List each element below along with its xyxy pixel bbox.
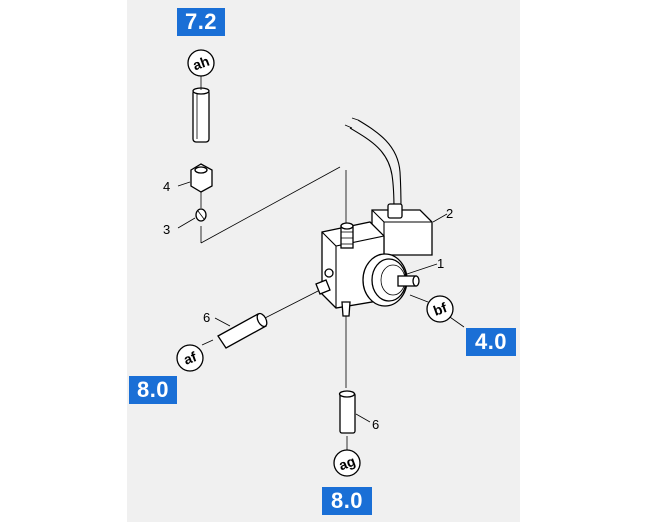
callout-6-left: 6	[203, 310, 210, 325]
callout-4: 4	[163, 179, 170, 194]
ferrule-part-3[interactable]	[195, 208, 207, 222]
bubble-ah[interactable]: ah	[187, 49, 215, 77]
bubble-bf-label: bf	[431, 299, 449, 319]
hose-bottom-part-6[interactable]	[338, 390, 356, 434]
bubble-af[interactable]: af	[176, 344, 204, 372]
ref-link-left[interactable]: 8.0	[129, 376, 177, 404]
bubble-af-label: af	[181, 348, 198, 367]
solenoid-valve-part-1[interactable]	[315, 117, 433, 317]
bubble-ag-label: ag	[337, 453, 358, 474]
callout-6-bottom: 6	[372, 417, 379, 432]
nut-part-4[interactable]	[190, 163, 213, 193]
assembly-lines	[200, 166, 429, 388]
bubble-bf[interactable]: bf	[426, 295, 454, 323]
callout-2: 2	[446, 206, 453, 221]
ref-link-top[interactable]: 7.2	[177, 8, 225, 36]
hose-top[interactable]	[192, 87, 210, 143]
ref-link-right[interactable]: 4.0	[466, 328, 516, 356]
callout-3: 3	[163, 222, 170, 237]
bubble-ag[interactable]: ag	[333, 449, 361, 477]
ref-link-bottom[interactable]: 8.0	[322, 487, 372, 515]
callout-1: 1	[437, 256, 444, 271]
hose-left-part-6[interactable]	[217, 312, 269, 349]
bubble-ah-label: ah	[191, 53, 212, 74]
